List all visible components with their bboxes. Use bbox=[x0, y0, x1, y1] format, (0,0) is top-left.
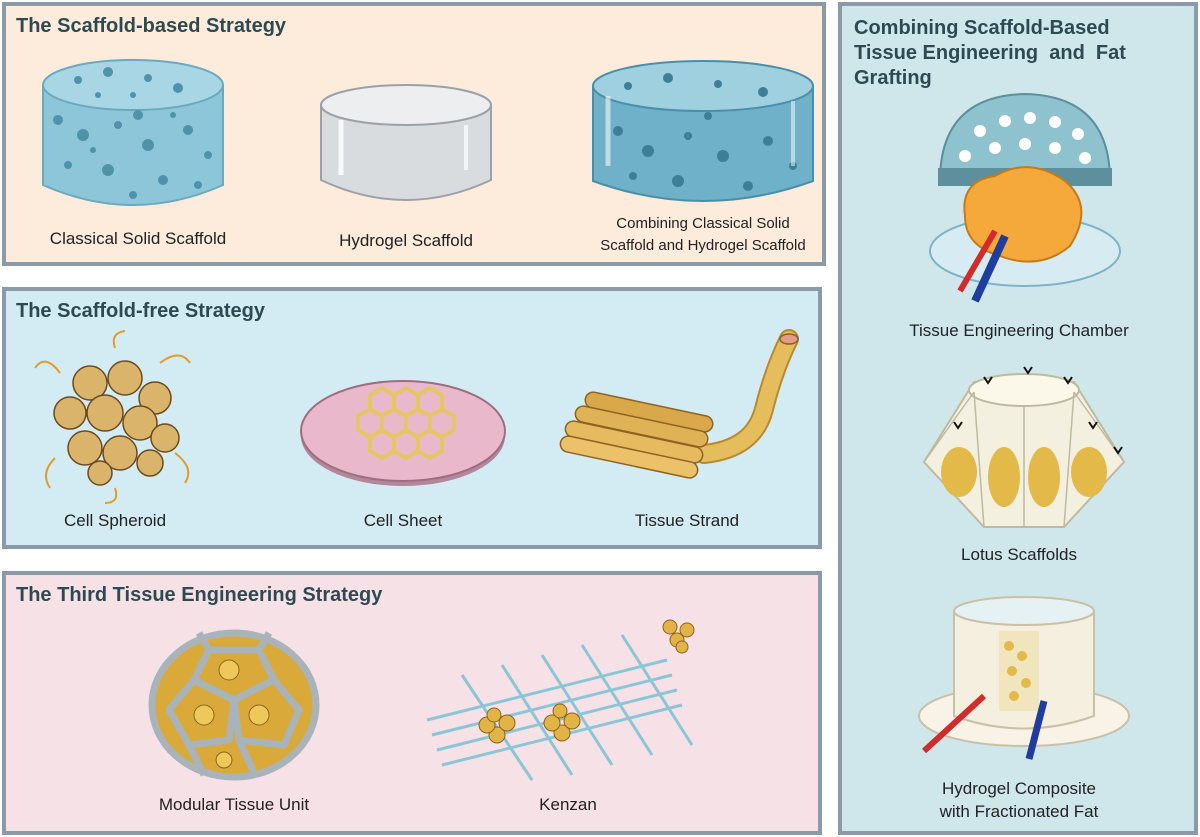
scaffold-free-panel: The Scaffold-free Strategy Cell Spheroid bbox=[2, 287, 822, 549]
third-strategy-title: The Third Tissue Engineering Strategy bbox=[16, 584, 383, 606]
hydrogel-composite-illustration bbox=[918, 596, 1130, 760]
cell-spheroid-label: Cell Spheroid bbox=[63, 511, 167, 530]
combining-panel: Combining Scaffold-Based Tissue Engineer… bbox=[838, 2, 1198, 835]
scaffold-based-panel: The Scaffold-based Strategy Classical So… bbox=[2, 2, 826, 266]
tissue-strand-illustration bbox=[559, 329, 799, 479]
combining-title-line1: Combining Scaffold-Based bbox=[854, 17, 1110, 39]
combined-scaffold-label-line2: Scaffold and Hydrogel Scaffold bbox=[600, 237, 806, 254]
kenzan-label: Kenzan bbox=[539, 795, 597, 814]
third-strategy-panel: The Third Tissue Engineering Strategy Mo… bbox=[2, 571, 822, 835]
classical-solid-scaffold-label: Classical Solid Scaffold bbox=[49, 229, 227, 248]
scaffold-based-title: The Scaffold-based Strategy bbox=[16, 15, 287, 37]
combining-title-line2: Tissue Engineering and Fat bbox=[854, 42, 1126, 64]
tissue-strand-label: Tissue Strand bbox=[634, 511, 740, 530]
modular-tissue-unit-label: Modular Tissue Unit bbox=[158, 795, 310, 814]
cell-sheet-illustration bbox=[300, 380, 506, 486]
combined-scaffold-illustration bbox=[592, 60, 814, 202]
scaffold-free-title: The Scaffold-free Strategy bbox=[16, 300, 265, 322]
kenzan-illustration bbox=[426, 619, 695, 781]
cell-sheet-label: Cell Sheet bbox=[363, 511, 443, 530]
combining-title-line3: Grafting bbox=[854, 67, 932, 89]
cell-spheroid-illustration bbox=[34, 330, 191, 504]
lotus-scaffolds-illustration bbox=[922, 366, 1126, 528]
tissue-engineering-chamber-illustration bbox=[929, 92, 1121, 303]
hydrogel-composite-label-line2: with Fractionated Fat bbox=[939, 802, 1099, 821]
combined-scaffold-label-line1: Combining Classical Solid bbox=[616, 215, 790, 232]
classical-solid-scaffold-illustration bbox=[42, 59, 224, 206]
hydrogel-scaffold-illustration bbox=[320, 84, 492, 201]
lotus-scaffolds-label: Lotus Scaffolds bbox=[961, 545, 1077, 564]
hydrogel-scaffold-label: Hydrogel Scaffold bbox=[339, 231, 473, 250]
modular-tissue-unit-illustration bbox=[148, 629, 320, 781]
hydrogel-composite-label-line1: Hydrogel Composite bbox=[941, 779, 1096, 798]
tissue-engineering-chamber-label: Tissue Engineering Chamber bbox=[909, 321, 1129, 340]
